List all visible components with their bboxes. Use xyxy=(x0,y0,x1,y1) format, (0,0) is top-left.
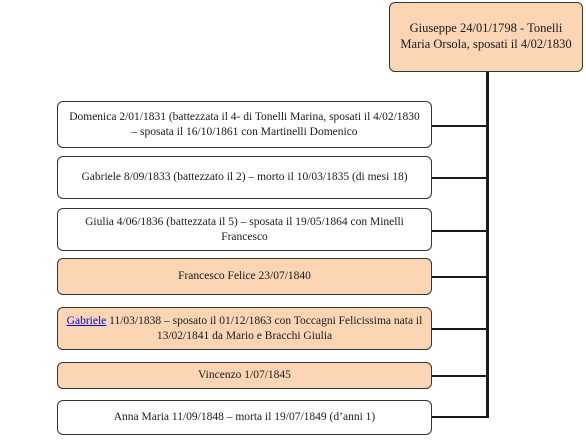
child-node-gabriele-1838: Gabriele 11/03/1838 – sposato il 01/12/1… xyxy=(57,307,432,350)
branch-connector-1 xyxy=(432,125,488,127)
branch-connector-2 xyxy=(432,177,488,179)
branch-connector-5 xyxy=(432,328,488,330)
child-node-francesco-felice: Francesco Felice 23/07/1840 xyxy=(57,258,432,295)
child-node-label: Giulia 4/06/1836 (battezzata il 5) – spo… xyxy=(85,215,404,243)
root-node: Giuseppe 24/01/1798 - Tonelli Maria Orso… xyxy=(389,2,583,72)
child-node-label: Gabriele 11/03/1838 – sposato il 01/12/1… xyxy=(66,314,423,344)
child-node-label: Gabriele 8/09/1833 (battezzato il 2) – m… xyxy=(81,171,408,184)
branch-connector-3 xyxy=(432,230,488,232)
child-node-gabriele-1833: Gabriele 8/09/1833 (battezzato il 2) – m… xyxy=(57,156,432,199)
child-node-label: Vincenzo 1/07/1845 xyxy=(198,369,291,382)
gabriele-link[interactable]: Gabriele xyxy=(66,314,107,327)
branch-connector-6 xyxy=(432,375,488,377)
child-node-label: Anna Maria 11/09/1848 – morta il 19/07/1… xyxy=(113,411,376,424)
trunk-connector xyxy=(486,72,489,418)
root-node-label: Giuseppe 24/01/1798 - Tonelli Maria Orso… xyxy=(400,21,572,51)
child-node-vincenzo: Vincenzo 1/07/1845 xyxy=(57,362,432,389)
gabriele-details: 11/03/1838 – sposato il 01/12/1863 con T… xyxy=(106,314,423,342)
child-node-label: Domenica 2/01/1831 (battezzata il 4- di … xyxy=(69,110,420,138)
branch-connector-4 xyxy=(432,276,488,278)
child-node-label: Francesco Felice 23/07/1840 xyxy=(178,270,311,283)
child-node-giulia: Giulia 4/06/1836 (battezzata il 5) – spo… xyxy=(57,208,432,251)
branch-connector-7 xyxy=(432,416,488,418)
child-node-anna-maria: Anna Maria 11/09/1848 – morta il 19/07/1… xyxy=(57,400,432,435)
child-node-domenica: Domenica 2/01/1831 (battezzata il 4- di … xyxy=(57,101,432,148)
